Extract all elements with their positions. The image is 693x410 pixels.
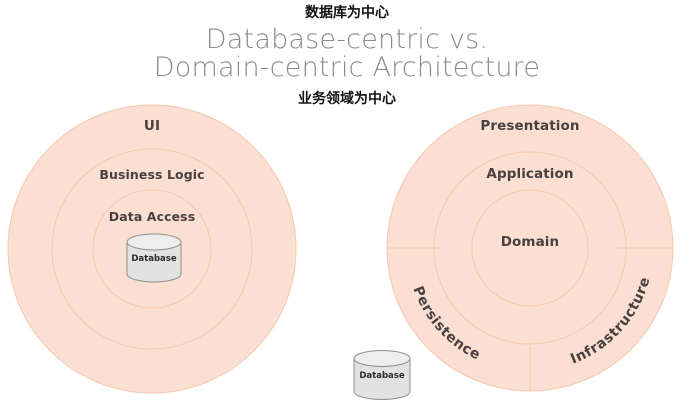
cylinder-body <box>126 241 182 283</box>
ring-label-presentation: Presentation <box>480 118 579 134</box>
cylinder-label: Database <box>359 371 404 381</box>
ring-domain[interactable] <box>471 189 589 307</box>
database-cylinder-left[interactable]: Database <box>126 233 182 283</box>
ring-business-logic[interactable] <box>51 148 253 350</box>
ring-label-data-access: Data Access <box>109 209 196 224</box>
ring-data-access[interactable] <box>92 189 212 309</box>
ring-label-domain: Domain <box>501 234 560 250</box>
cylinder-top-ellipse <box>126 233 182 251</box>
cylinder-label: Database <box>131 254 176 264</box>
annotation-bottom-chinese: 业务领域为中心 <box>298 90 396 107</box>
ring-label-business-logic: Business Logic <box>99 167 204 182</box>
annotation-top-chinese: 数据库为中心 <box>305 4 389 21</box>
domain-centric-diagram: Presentation Application Domain Persiste… <box>353 104 674 400</box>
database-cylinder-right[interactable]: Database <box>353 350 411 400</box>
page-title-line2: Domain-centric Architecture <box>154 52 540 83</box>
ring-label-ui: UI <box>144 118 160 134</box>
cylinder-top-ellipse <box>353 350 411 367</box>
database-centric-diagram: UI Business Logic Data Access Database <box>7 104 297 394</box>
cylinder-body <box>353 358 411 400</box>
page-title-line1: Database-centric vs. <box>206 24 488 55</box>
ring-label-application: Application <box>486 166 573 182</box>
